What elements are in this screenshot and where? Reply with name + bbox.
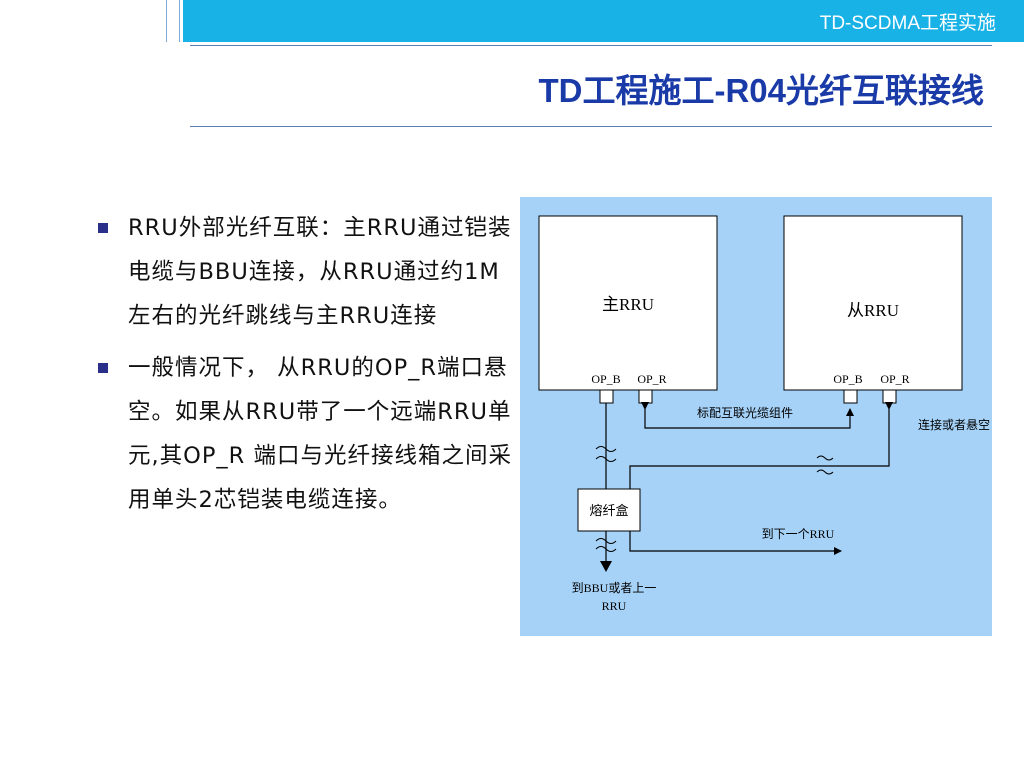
bullet-square-icon [98, 223, 108, 233]
bullet-item: RRU外部光纤互联：主RRU通过铠装电缆与BBU连接，从RRU通过约1M左右的光… [96, 206, 516, 338]
slave-op-r-cable-line [629, 402, 893, 489]
master-port-b [599, 389, 614, 404]
slave-port-b [843, 389, 858, 404]
next-rru-label: 到下一个RRU [762, 527, 835, 541]
bullet-item: 一般情况下， 从RRU的OP_R端口悬空。如果从RRU带了一个远端RRU单元,其… [96, 346, 516, 522]
to-bbu-label-line2: RRU [602, 599, 627, 613]
header-divider-bottom [190, 126, 992, 127]
master-port-r [638, 389, 653, 404]
float-or-connect-label: 连接或者悬空 [918, 417, 990, 432]
interconnect-cable-label: 标配互联光缆组件 [697, 406, 793, 420]
header-side-box [166, 0, 180, 42]
master-port-b-label: OP_B [591, 372, 620, 386]
slave-rru-box [783, 215, 963, 391]
cable-break-mark-horizontal [816, 455, 834, 475]
interconnect-cable-line [641, 402, 854, 429]
next-rru-cable-line [629, 531, 842, 555]
cable-break-mark-top [595, 446, 617, 462]
splice-box [577, 488, 641, 532]
slave-port-b-label: OP_B [833, 372, 862, 386]
splice-box-label: 熔纤盒 [589, 503, 628, 518]
bullet-list: RRU外部光纤互联：主RRU通过铠装电缆与BBU连接，从RRU通过约1M左右的光… [96, 206, 516, 530]
master-rru-box [538, 215, 718, 391]
fiber-connection-diagram: 主RRU OP_B OP_R 从RRU OP_B OP_R 标配互联光缆组件 连… [520, 197, 992, 636]
slave-port-r [882, 389, 897, 404]
to-bbu-label-line1: 到BBU或者上一 [572, 581, 657, 595]
master-rru-label: 主RRU [602, 295, 654, 314]
bullet-square-icon [98, 363, 108, 373]
page-title: TD工程施工-R04光纤互联接线 [538, 72, 984, 109]
slave-port-r-label: OP_R [880, 372, 909, 386]
bullet-text: 一般情况下， 从RRU的OP_R端口悬空。如果从RRU带了一个远端RRU单元,其… [128, 355, 512, 513]
master-port-r-label: OP_R [637, 372, 666, 386]
cable-break-mark-bottom [595, 538, 617, 552]
header-bar: TD-SCDMA工程实施 [183, 0, 1024, 42]
slave-rru-label: 从RRU [847, 301, 899, 320]
header-divider-top [190, 45, 992, 46]
bullet-text: RRU外部光纤互联：主RRU通过铠装电缆与BBU连接，从RRU通过约1M左右的光… [128, 215, 512, 329]
down-arrow-icon [600, 561, 612, 572]
header-bar-text: TD-SCDMA工程实施 [819, 13, 996, 34]
